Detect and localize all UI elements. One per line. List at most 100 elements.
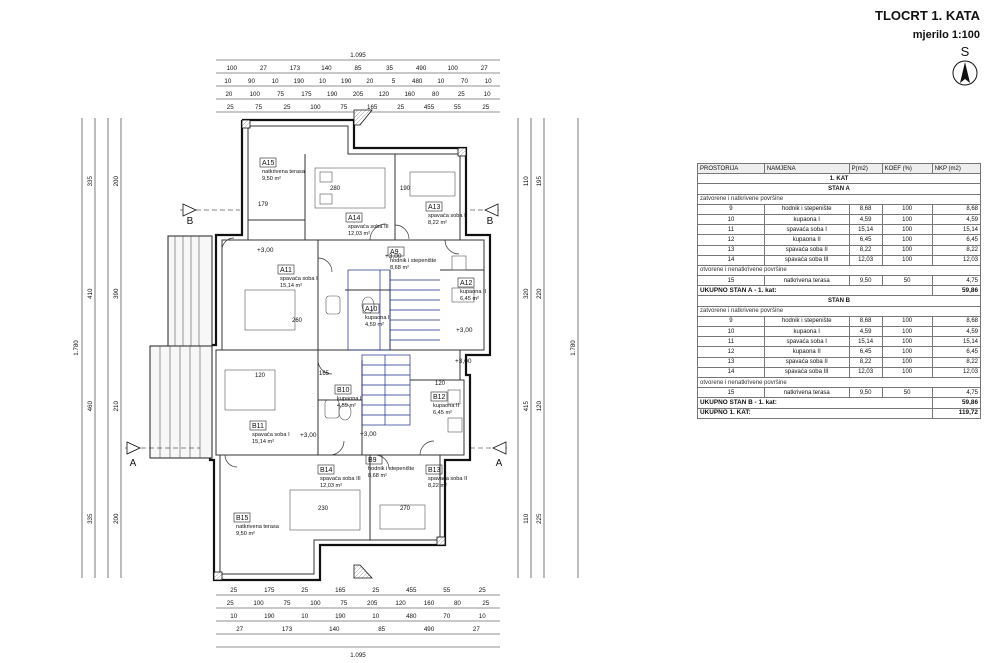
room-name: kupaona II xyxy=(433,403,460,409)
area-table-cell: 4,75 xyxy=(931,387,982,399)
room-code-box xyxy=(345,212,363,223)
section-mark: B xyxy=(187,216,194,227)
dim-top-2: 10 xyxy=(485,78,492,85)
dim-bottom-2: 75 xyxy=(340,600,347,607)
area-table-cell: 15,14 xyxy=(848,336,883,348)
area-table-cell: 100 xyxy=(881,356,933,368)
dim-top-2: 20 xyxy=(366,78,373,85)
room-area: 8,22 m² xyxy=(428,220,447,226)
dim-bottom-1: 25 xyxy=(372,587,379,594)
dim-bottom-2: 100 xyxy=(253,600,264,607)
area-table-cell: otvorene i nenatkrivene površine xyxy=(697,376,981,389)
area-table-cell: 4,59 xyxy=(931,325,982,338)
dim-bottom-1: 175 xyxy=(264,587,275,594)
dim-right-b: 225 xyxy=(536,513,543,524)
room-code: A12 xyxy=(460,280,473,287)
terrace-left-lower xyxy=(149,345,213,459)
dim-top-4: 75 xyxy=(255,104,262,111)
area-table-cell: 100 xyxy=(881,203,933,215)
room-code: B11 xyxy=(252,423,264,430)
dim-top-3: 175 xyxy=(301,91,312,98)
area-table-cell: 100 xyxy=(881,346,933,358)
dim-bottom-4: 173 xyxy=(282,626,293,633)
area-table-cell: UKUPNO STAN B - 1. kat: xyxy=(697,397,933,409)
level-labels: +3,00+3,00+3,00+3,00+3,00+3,00 xyxy=(257,247,473,439)
inner-dim: 280 xyxy=(330,186,341,192)
dim-left-b: 210 xyxy=(113,401,120,412)
dim-bottom-2: 160 xyxy=(424,600,435,607)
area-table-cell: zatvorene i natkrivene površine xyxy=(697,193,981,205)
dim-top-3: 80 xyxy=(432,91,439,98)
dim-top-2: 190 xyxy=(341,78,352,85)
area-table-cell: 100 xyxy=(881,336,933,348)
area-table-cell: kupaona I xyxy=(763,213,850,226)
dim-bottom-2: 100 xyxy=(310,600,321,607)
dim-total-top: 1.095 xyxy=(350,52,366,59)
area-table-cell: 15 xyxy=(697,275,765,287)
left-dimensions xyxy=(81,118,122,578)
level-mark: +3,00 xyxy=(300,432,317,439)
dim-top-3: 10 xyxy=(484,91,491,98)
room-code: A13 xyxy=(428,204,441,211)
dim-top-1: 100 xyxy=(227,65,238,72)
north-arrow-icon xyxy=(952,60,978,86)
area-table-cell: 14 xyxy=(697,254,765,266)
dim-top-1: 27 xyxy=(260,65,267,72)
area-table-cell: 11 xyxy=(697,224,765,236)
room-name: spavaća soba II xyxy=(428,476,468,482)
dim-top-1: 173 xyxy=(290,65,301,72)
level-mark: +3,00 xyxy=(385,253,402,260)
area-table-cell: kupaona II xyxy=(763,234,850,246)
room-code-box xyxy=(259,157,277,168)
inner-dim: 120 xyxy=(255,373,266,379)
drawing-title-block: TLOCRT 1. KATA mjerilo 1:100 xyxy=(875,8,980,41)
room-code: B14 xyxy=(320,467,333,474)
area-table-cell: 15,14 xyxy=(931,224,982,236)
room-code-box xyxy=(425,201,443,212)
room-code: B9 xyxy=(368,457,377,464)
area-grand-total-row: UKUPNO 1. KAT:119,72 xyxy=(697,407,982,419)
area-table-cell: 15 xyxy=(697,387,765,399)
dim-bottom-1: 25 xyxy=(479,587,486,594)
area-table-cell: UKUPNO STAN A - 1. kat: xyxy=(697,285,933,297)
area-table-cell: 11 xyxy=(697,336,765,348)
dim-top-4: 25 xyxy=(482,104,489,111)
dim-bottom-4: 27 xyxy=(473,626,480,633)
room-area: 8,22 m² xyxy=(428,483,447,489)
inner-dim: 190 xyxy=(400,186,411,192)
area-table-cell: spavaća soba III xyxy=(763,366,850,378)
area-table-cell: 8,68 xyxy=(848,315,883,328)
dim-right-a: 110 xyxy=(523,513,530,523)
dim-left-a: 410 xyxy=(87,288,94,299)
area-note-row: zatvorene i natkrivene površine xyxy=(697,305,981,317)
section-markers xyxy=(125,203,510,455)
area-table-cell: 100 xyxy=(881,366,933,378)
room-name: hodnik i stepenište xyxy=(390,258,436,264)
area-table-cell: 8,22 xyxy=(931,244,982,256)
area-table-cell: 8,22 xyxy=(848,356,883,368)
area-note-row: otvorene i nenatkrivene površine xyxy=(697,264,981,277)
room-code-box xyxy=(425,464,443,475)
level-mark: +3,00 xyxy=(257,247,274,254)
area-table-cell: natkrivena terasa xyxy=(763,387,850,399)
room-code: B12 xyxy=(433,394,446,401)
col-namjena: NAMJENA xyxy=(763,162,850,175)
area-table-cell: 6,45 xyxy=(931,234,982,246)
dim-left-a: 460 xyxy=(87,401,94,412)
area-table-cell: kupaona I xyxy=(763,325,850,338)
dim-top-4: 25 xyxy=(397,104,404,111)
area-table-cell: hodnik i stepenište xyxy=(763,315,850,328)
dim-right-b: 220 xyxy=(536,288,543,299)
dim-bottom-1: 455 xyxy=(406,587,417,594)
area-table-cell: 100 xyxy=(881,244,933,256)
area-table-cell: 12,03 xyxy=(931,254,982,266)
dim-top-3: 190 xyxy=(327,91,338,98)
area-table-cell: 6,45 xyxy=(931,346,982,358)
room-code-box xyxy=(430,391,448,402)
